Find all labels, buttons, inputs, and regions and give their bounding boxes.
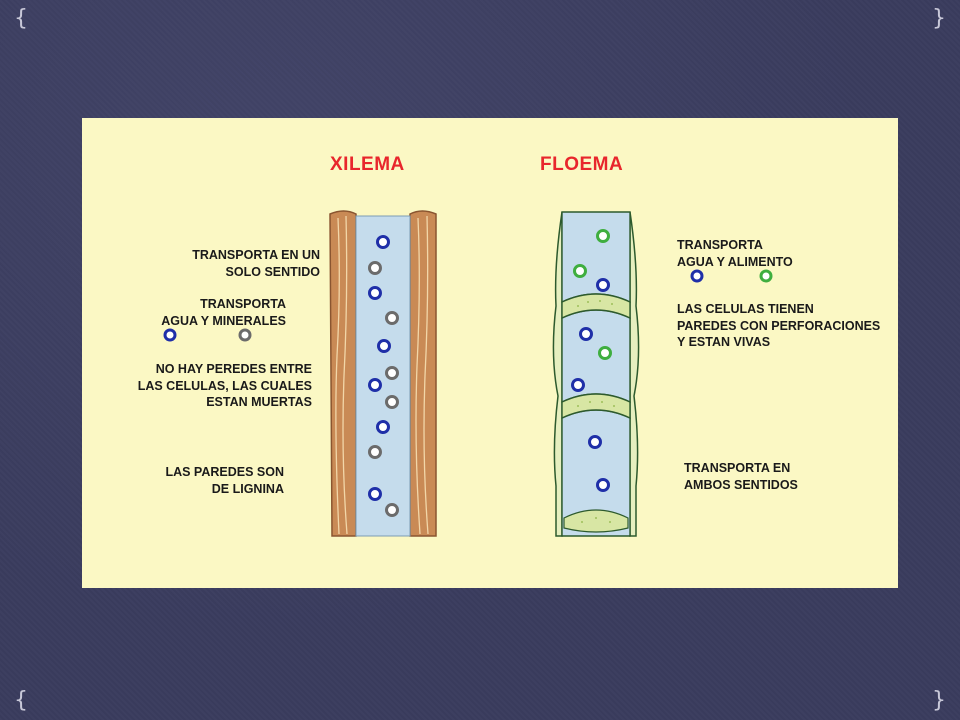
xylem-right-wall [409, 210, 437, 537]
xylem-particles [368, 235, 399, 517]
diagram-panel: XILEMA FLOEMA TRANSPORTA EN UN SOLO SENT… [82, 118, 898, 588]
xylem-vessel-lumen [355, 215, 411, 537]
phloem-left-companion-cell [552, 211, 563, 537]
sieve-tube-cell-1 [561, 211, 631, 304]
phloem-label-cells: LAS CELULAS TIENEN PAREDES CON PERFORACI… [677, 302, 881, 349]
phloem-heading: FLOEMA [540, 154, 624, 175]
corner-bracket-bottom-right: } [932, 688, 946, 713]
sieve-plate-pores [577, 300, 615, 523]
xylem-label-walls: LAS PAREDES SON DE LIGNINA [165, 465, 284, 496]
xylem-label-direction: TRANSPORTA EN UN SOLO SENTIDO [192, 248, 320, 279]
xylem-label-transport: TRANSPORTA AGUA Y MINERALES [161, 297, 286, 328]
corner-bracket-top-right: } [932, 6, 946, 31]
green-particle-icon [759, 269, 773, 283]
phloem-right-companion-cell [629, 211, 640, 537]
corner-bracket-bottom-left: { [14, 688, 28, 713]
phloem-sieve-tube-illustration [552, 211, 640, 537]
xylem-label-cells: NO HAY PEREDES ENTRE LAS CELULAS, LAS CU… [137, 362, 312, 409]
wood-grain [335, 215, 429, 535]
blue-particle-icon [690, 269, 704, 283]
phloem-label-transport: TRANSPORTA AGUA Y ALIMENTO [677, 238, 793, 269]
phloem-particles [571, 229, 612, 492]
gray-particle-icon [238, 328, 252, 342]
blue-particle-icon [163, 328, 177, 342]
xylem-heading: XILEMA [330, 154, 405, 175]
xylem-left-wall [329, 210, 357, 537]
corner-bracket-top-left: { [14, 6, 28, 31]
sieve-plate-2 [561, 393, 631, 420]
sieve-plate-3 [563, 509, 629, 533]
xylem-vessel-illustration [329, 210, 437, 537]
sieve-plate-1 [561, 293, 631, 320]
phloem-label-direction: TRANSPORTA EN AMBOS SENTIDOS [684, 461, 798, 492]
